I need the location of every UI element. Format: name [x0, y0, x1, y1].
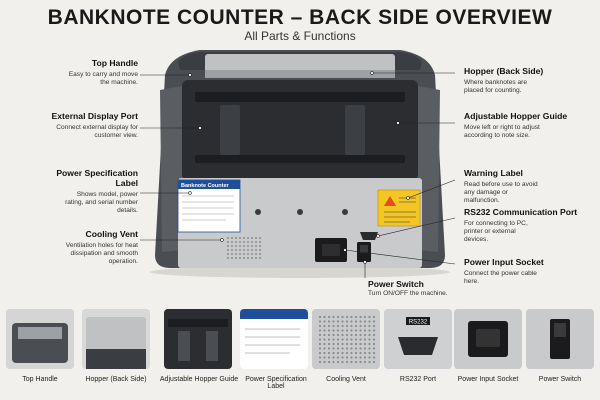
- cooling-vent-holes: [227, 237, 261, 259]
- callout-description: Ventilation holes for heat dissipation a…: [65, 242, 138, 265]
- screw-hole: [342, 209, 348, 215]
- thumbnail-power-socket[interactable]: [454, 309, 522, 369]
- callout-top-handle: Top Handle Easy to carry and move the ma…: [8, 58, 138, 87]
- thumbnail-hopper[interactable]: [82, 309, 150, 369]
- callout-title: External Display Port: [51, 111, 138, 121]
- hopper-guide-left: [220, 105, 240, 155]
- spec-label-title: Banknote Counter: [181, 183, 230, 189]
- screw-hole: [255, 209, 261, 215]
- thumbnail-caption: RS232 Port: [399, 376, 437, 383]
- callout-description: Turn ON/OFF the machine.: [368, 290, 448, 297]
- warning-label-sticker: [377, 189, 421, 227]
- callout-description: Connect external display for customer vi…: [56, 124, 138, 139]
- callout-description: Connect the power cable here.: [464, 270, 537, 285]
- callout-description: For connecting to PC, printer or externa…: [464, 220, 528, 243]
- thumbnail-top-handle[interactable]: [6, 309, 74, 369]
- machine-shadow: [150, 266, 450, 278]
- callout-power-switch: Power Switch Turn ON/OFF the machine.: [368, 279, 448, 298]
- side-wing-right: [418, 86, 440, 252]
- callout-title: Top Handle: [91, 58, 138, 68]
- callout-description: Easy to carry and move the machine.: [68, 71, 138, 86]
- thumbnail-caption: Adjustable Hopper Guide: [159, 376, 239, 383]
- thumbnail-cooling-vent[interactable]: [312, 309, 380, 369]
- page-subtitle: All Parts & Functions: [244, 29, 356, 43]
- callout-title: Hopper (Back Side): [464, 66, 544, 76]
- callout-description: Read before use to avoid any damage or m…: [464, 181, 538, 204]
- hopper-guide-right: [345, 105, 365, 155]
- thumbnail-caption: Power Switch: [538, 376, 582, 383]
- callout-hopper: Hopper (Back Side) Where banknotes are p…: [464, 66, 594, 95]
- callout-rs232: RS232 Communication Port For connecting …: [464, 207, 594, 244]
- hopper-tray-lip: [205, 70, 395, 78]
- rs232-port: [360, 232, 378, 240]
- thumbnail-caption: Top Handle: [22, 376, 58, 383]
- thumbnail-caption: Cooling Vent: [326, 376, 366, 383]
- guide-bar: [195, 155, 405, 163]
- callout-display-port: External Display Port Connect external d…: [8, 111, 138, 140]
- callout-title: Cooling Vent: [85, 229, 138, 239]
- callout-power-socket: Power Input Socket Connect the power cab…: [464, 257, 594, 286]
- callout-title: RS232 Communication Port: [464, 207, 578, 217]
- thumbnail-caption: Power Input Socket: [457, 376, 519, 383]
- callout-description: Shows model, power rating, and serial nu…: [65, 191, 138, 214]
- page-title: BANKNOTE COUNTER – BACK SIDE OVERVIEW: [47, 6, 553, 29]
- callout-spec-label: Power Specification Label Shows model, p…: [8, 168, 138, 215]
- callout-cooling-vent: Cooling Vent Ventilation holes for heat …: [8, 229, 138, 266]
- thumbnail-hopper-guide[interactable]: [164, 309, 232, 369]
- callout-title: Power Switch: [368, 279, 424, 289]
- thumbnail-power-switch[interactable]: [526, 309, 594, 369]
- thumbnail-caption: Hopper (Back Side): [85, 376, 147, 383]
- banknote-counter-illustration: Banknote Counter: [140, 50, 456, 278]
- callout-title: Adjustable Hopper Guide: [464, 111, 568, 121]
- rs232-thumb-tag: RS232: [409, 320, 428, 326]
- callout-warning-label: Warning Label Read before use to avoid a…: [464, 168, 594, 205]
- thumbnail-rs232[interactable]: RS232: [384, 309, 452, 369]
- callout-title: Warning Label: [464, 168, 523, 178]
- screw-hole: [297, 209, 303, 215]
- thumbnail-spec-label[interactable]: [240, 309, 308, 369]
- callout-hopper-guide: Adjustable Hopper Guide Move left or rig…: [464, 111, 594, 140]
- callout-description: Where banknotes are placed for counting.: [464, 79, 528, 94]
- callout-description: Move left or right to adjust according t…: [464, 124, 540, 139]
- thumbnail-caption: Power Specification Label: [245, 376, 307, 390]
- callout-title: Power Input Socket: [464, 257, 544, 267]
- side-wing-left: [160, 86, 182, 252]
- hopper-guide-rail: [195, 92, 405, 102]
- callout-title: Power Specification Label: [56, 168, 138, 188]
